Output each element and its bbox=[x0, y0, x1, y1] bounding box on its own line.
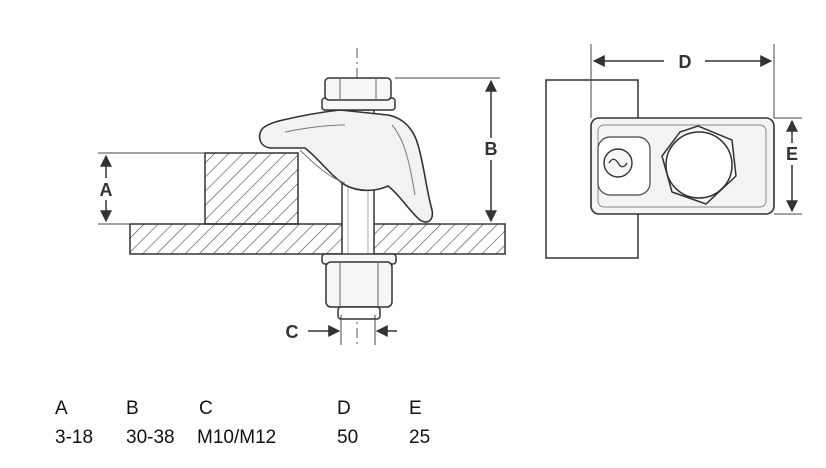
top-nut bbox=[324, 77, 392, 101]
dimension-c-label: C bbox=[286, 322, 299, 342]
dimension-a-label: A bbox=[100, 180, 113, 200]
spec-header-c: C bbox=[199, 398, 213, 419]
dimension-b-label: B bbox=[485, 139, 498, 159]
bottom-nut bbox=[325, 261, 393, 308]
spec-value-c: M10/M12 bbox=[197, 427, 277, 448]
side-view: A B C bbox=[96, 48, 506, 345]
spec-value-e: 25 bbox=[409, 427, 431, 448]
dimension-e-label: E bbox=[786, 144, 798, 164]
spec-value-b: 30-38 bbox=[126, 427, 175, 448]
top-view: D E bbox=[545, 44, 802, 259]
top-view-bolt-head bbox=[665, 131, 733, 199]
spec-value-a: 3-18 bbox=[55, 427, 94, 448]
bolt-tip bbox=[337, 306, 381, 320]
dimension-d-label: D bbox=[679, 52, 692, 72]
spec-header-b: B bbox=[126, 398, 139, 419]
clamp-body bbox=[258, 109, 434, 223]
spec-header-d: D bbox=[337, 398, 351, 419]
spec-header-e: E bbox=[409, 398, 422, 419]
clamp-technical-drawing: A B C D bbox=[96, 44, 802, 345]
workpiece-block bbox=[204, 152, 299, 225]
spec-header-a: A bbox=[55, 398, 68, 419]
spec-value-d: 50 bbox=[337, 427, 359, 448]
base-plate bbox=[129, 223, 506, 255]
